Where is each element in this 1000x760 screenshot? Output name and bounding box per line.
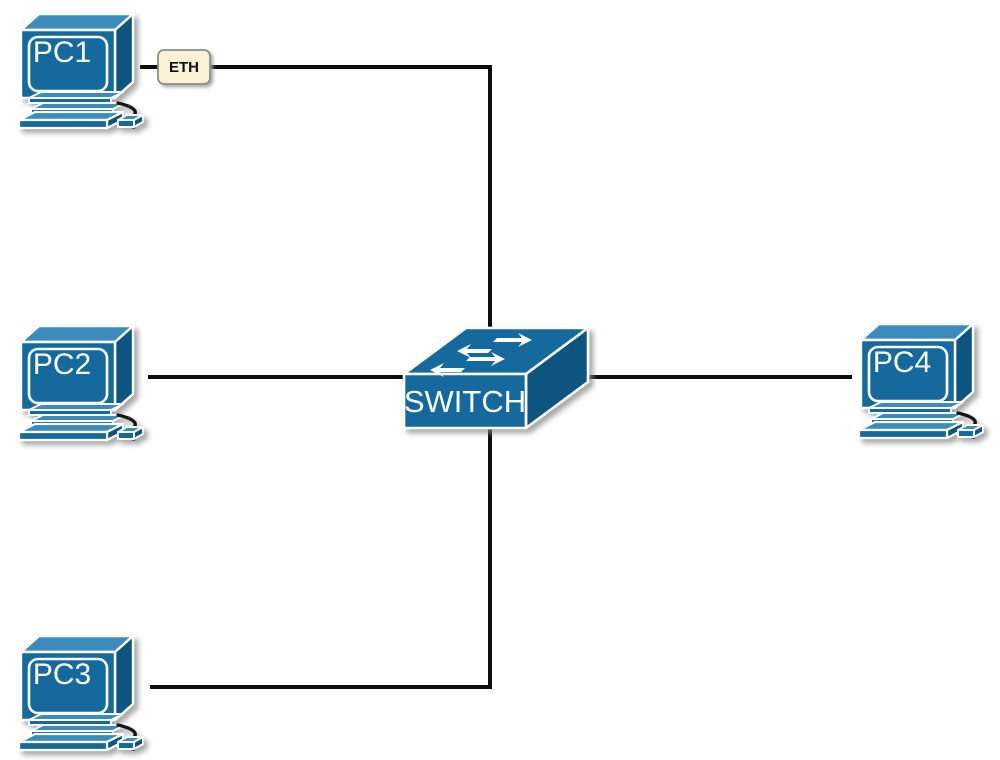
- node-pc3[interactable]: PC3: [17, 634, 145, 752]
- node-switch[interactable]: SWITCH: [402, 326, 590, 430]
- link-label-eth[interactable]: ETH: [157, 49, 211, 85]
- eth-label-box: [157, 49, 211, 85]
- node-pc2[interactable]: PC2: [17, 324, 145, 442]
- node-label-switch: SWITCH: [404, 384, 526, 419]
- node-label-pc2: PC2: [33, 348, 91, 381]
- desktop-computer-icon: [857, 322, 985, 440]
- link-pc1-to-switch: [210, 65, 492, 345]
- eth-label-text: ETH: [169, 59, 199, 76]
- switch-arrow-left-upper: [457, 344, 492, 358]
- desktop-computer-icon: [17, 12, 145, 130]
- link-pc3-to-switch: [150, 410, 492, 689]
- node-pc4[interactable]: PC4: [857, 322, 985, 440]
- connection-links: [140, 65, 852, 689]
- node-pc1[interactable]: PC1: [17, 12, 145, 130]
- switch-arrow-right-lower: [466, 352, 505, 366]
- switch-arrow-left-lower: [430, 363, 465, 377]
- switch-arrow-right-upper: [493, 333, 532, 347]
- node-label-pc3: PC3: [33, 658, 91, 691]
- desktop-computer-icon: [17, 634, 145, 752]
- network-switch-icon: [402, 326, 590, 430]
- node-label-pc4: PC4: [873, 346, 931, 379]
- node-label-pc1: PC1: [33, 36, 91, 69]
- desktop-computer-icon: [17, 324, 145, 442]
